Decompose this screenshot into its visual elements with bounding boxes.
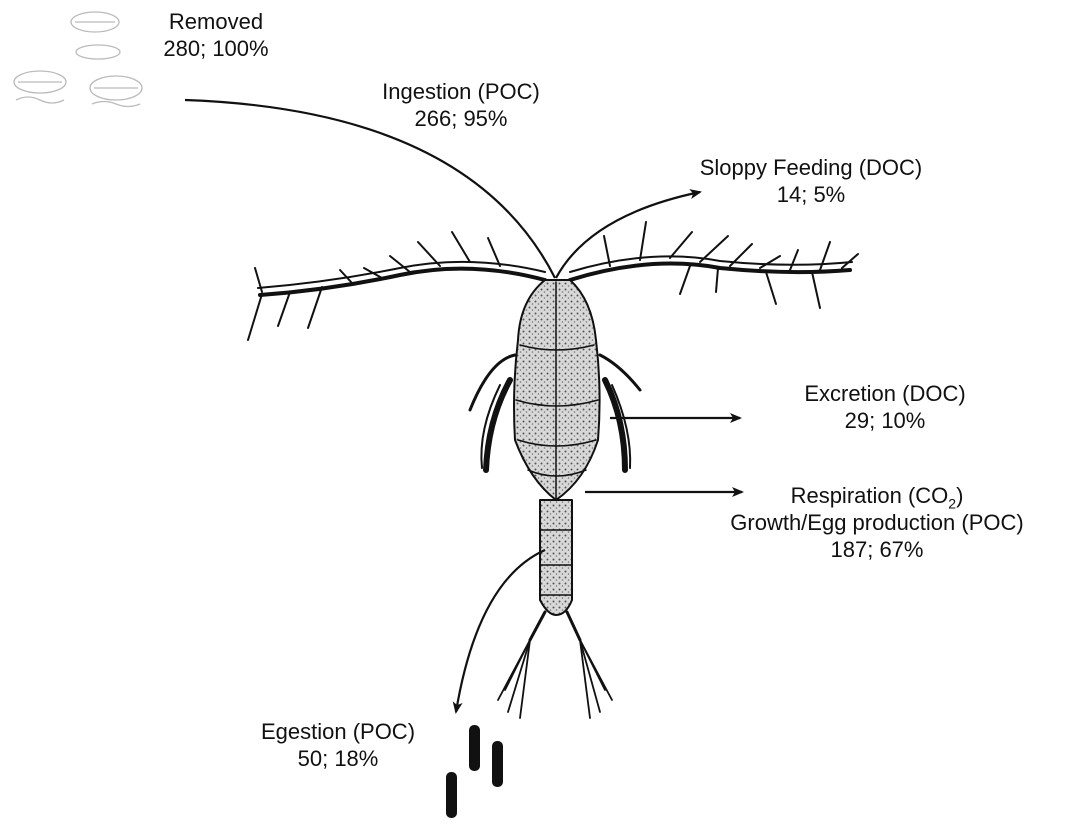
removed-name: Removed xyxy=(150,8,282,35)
ingestion-value: 266; 95% xyxy=(366,105,556,132)
egestion-arrow xyxy=(456,550,545,712)
growth-egg-production-name: Growth/Egg production (POC) xyxy=(692,509,1062,536)
sloppy-feeding-name: Sloppy Feeding (DOC) xyxy=(670,154,952,181)
respiration-name: Respiration (CO2) xyxy=(692,482,1062,509)
phytoplankton-cells-icon xyxy=(14,12,142,107)
excretion-name: Excretion (DOC) xyxy=(780,380,990,407)
respiration-value: 187; 67% xyxy=(692,536,1062,563)
sloppy-feeding-value: 14; 5% xyxy=(670,181,952,208)
copepod-icon xyxy=(248,222,858,718)
respiration-label: Respiration (CO2) Growth/Egg production … xyxy=(692,482,1062,563)
excretion-label: Excretion (DOC) 29; 10% xyxy=(780,380,990,434)
fecal-pellets-icon xyxy=(446,725,503,818)
sloppy-feeding-label: Sloppy Feeding (DOC) 14; 5% xyxy=(670,154,952,208)
flow-arrow-icon xyxy=(185,100,742,712)
removed-label: Removed 280; 100% xyxy=(150,8,282,62)
ingestion-name: Ingestion (POC) xyxy=(366,78,556,105)
egestion-label: Egestion (POC) 50; 18% xyxy=(234,718,442,772)
egestion-name: Egestion (POC) xyxy=(234,718,442,745)
excretion-value: 29; 10% xyxy=(780,407,990,434)
removed-value: 280; 100% xyxy=(150,35,282,62)
egestion-value: 50; 18% xyxy=(234,745,442,772)
ingestion-label: Ingestion (POC) 266; 95% xyxy=(366,78,556,132)
